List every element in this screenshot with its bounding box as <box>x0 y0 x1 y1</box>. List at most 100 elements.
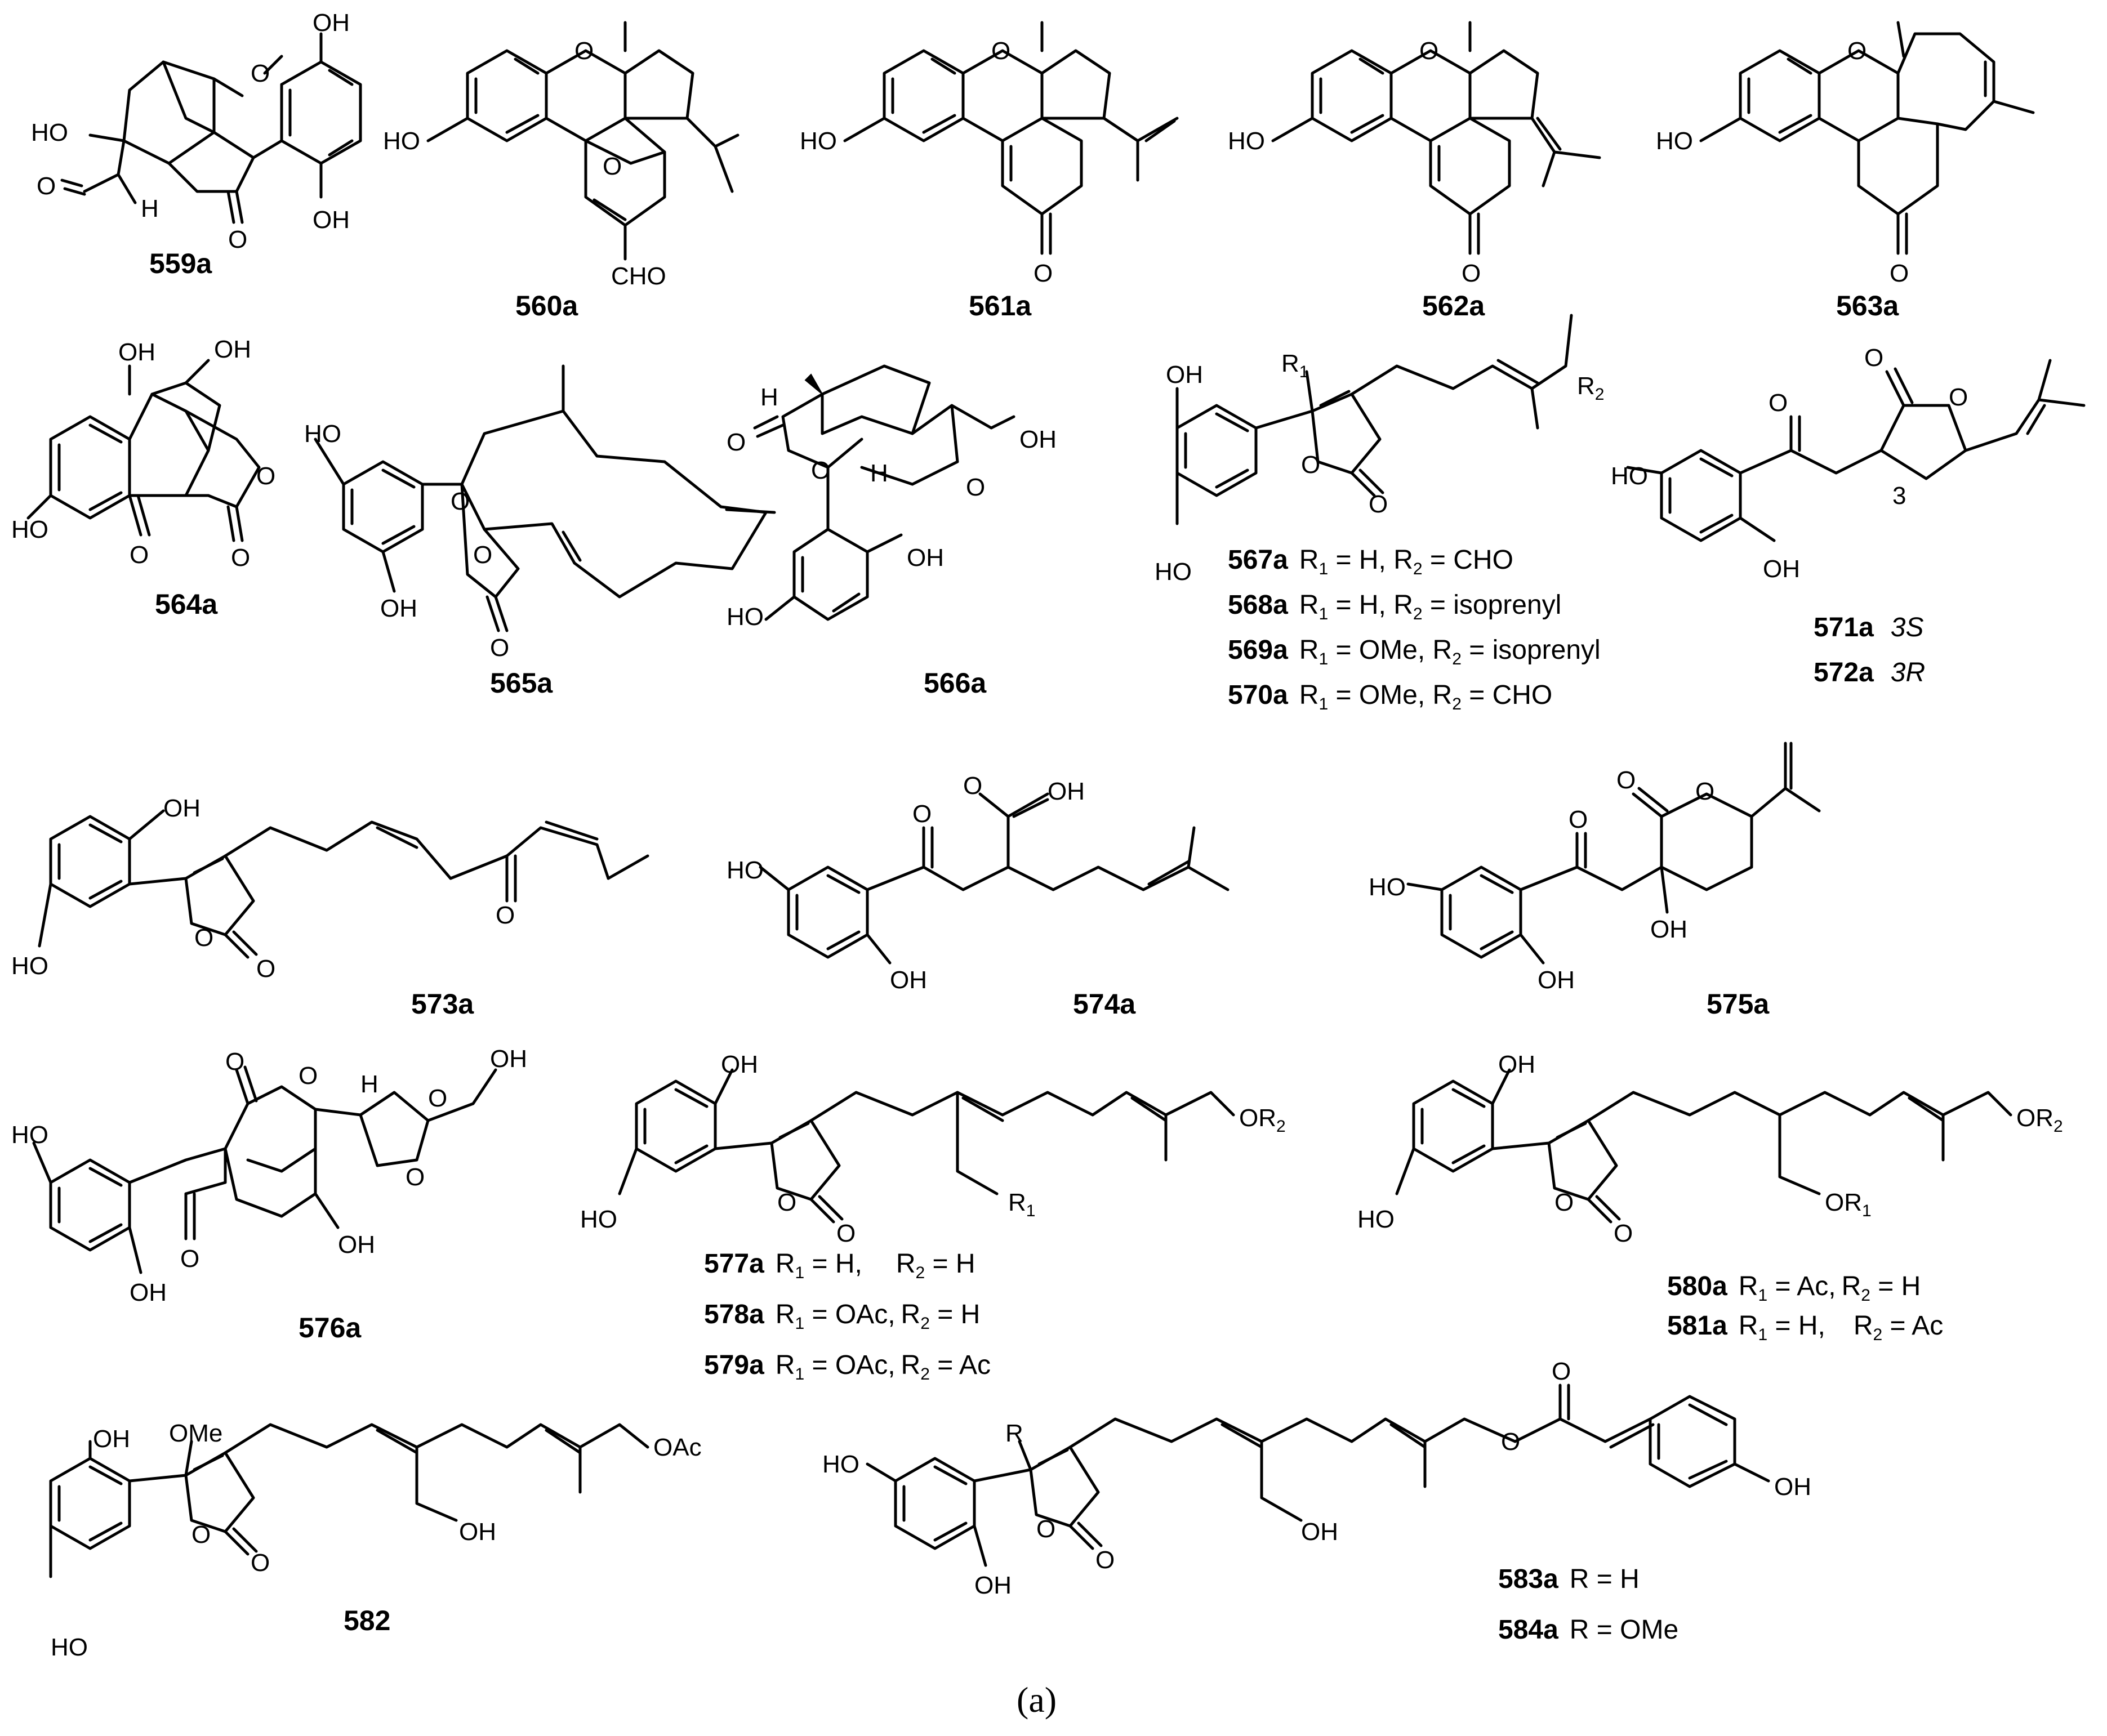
compound-575a: HO O O O OH OH 575a <box>1369 742 1821 1020</box>
oh-atom: OH <box>890 966 927 994</box>
oh-atom: OH <box>214 336 251 363</box>
figure-caption: (a) <box>1017 1680 1057 1720</box>
o-atom: O <box>251 60 270 87</box>
ho-atom: HO <box>1369 873 1406 901</box>
ho-atom: HO <box>727 856 764 884</box>
oac-atom: OAc <box>653 1434 702 1461</box>
compound-label: 582 <box>344 1605 390 1636</box>
o-atom: O <box>490 634 509 662</box>
o-atom: O <box>191 1521 211 1548</box>
o-atom: O <box>574 37 594 65</box>
compound-label: 561a <box>969 290 1032 322</box>
compound-574a: HO O O OH OH 574a <box>727 772 1230 1020</box>
o-atom: O <box>1769 389 1788 417</box>
o-atom: O <box>406 1163 425 1191</box>
ho-atom: HO <box>11 516 48 543</box>
o-atom: O <box>1369 490 1388 518</box>
oh-atom: OH <box>118 338 155 366</box>
compound-label: 574a <box>1073 988 1136 1020</box>
oh-atom: OH <box>1650 916 1687 943</box>
oh-atom: OH <box>93 1425 130 1453</box>
compound-label: 562a <box>1422 290 1485 322</box>
r1-atom: R1 <box>1008 1189 1035 1220</box>
o-atom: O <box>231 544 250 572</box>
o-atom: O <box>1554 1189 1574 1216</box>
o-atom: O <box>1095 1546 1115 1574</box>
ho-atom: HO <box>1228 127 1265 155</box>
o-atom: O <box>451 488 470 515</box>
o-atom: O <box>603 153 622 180</box>
compound-label: 565a <box>490 667 553 699</box>
oh-atom: OH <box>313 9 350 37</box>
o-atom: O <box>1419 37 1438 65</box>
o-atom: O <box>991 37 1010 65</box>
o-atom: O <box>256 462 275 490</box>
o-atom: O <box>1036 1515 1055 1543</box>
o-atom: O <box>836 1220 856 1247</box>
o-atom: O <box>1034 260 1053 287</box>
ho-atom: HO <box>51 1634 88 1661</box>
compound-582: OH OMe O O OH OAc HO 582 <box>49 1420 702 1661</box>
ho-atom: HO <box>1656 127 1693 155</box>
r2-atom: R2 <box>1577 372 1604 404</box>
o-atom: O <box>130 541 149 569</box>
compound-label: 564a <box>155 588 218 620</box>
o-atom: O <box>228 226 247 253</box>
oh-atom: OH <box>313 206 350 234</box>
r-atom: R <box>1005 1420 1023 1447</box>
compound-559a: O OH OH HO O H O 559a <box>31 9 362 279</box>
compound-576a: HO OH O O O H O O OH OH 576a <box>11 1045 527 1344</box>
oh-atom: OH <box>1763 555 1800 583</box>
oh-atom: OH <box>130 1279 167 1306</box>
compound-label: 566a <box>924 667 987 699</box>
ome-atom: OMe <box>169 1420 222 1447</box>
o-atom: O <box>1301 451 1320 479</box>
o-atom: O <box>1552 1358 1571 1385</box>
cho-atom: CHO <box>611 262 666 290</box>
h-atom: H <box>870 459 888 487</box>
oh-atom: OH <box>1301 1518 1338 1546</box>
o-atom: O <box>1616 766 1636 794</box>
oh-atom: OH <box>721 1051 758 1078</box>
r1-atom: R1 <box>1281 350 1308 381</box>
oh-atom: OH <box>380 595 417 622</box>
compound-label: 559a <box>149 248 212 279</box>
o-atom: O <box>428 1085 447 1112</box>
ho-atom: HO <box>31 119 68 146</box>
oh-atom: OH <box>974 1572 1012 1599</box>
ho-atom: HO <box>11 952 48 980</box>
o-atom: O <box>496 902 515 929</box>
ho-atom: HO <box>11 1121 48 1149</box>
compound-label: 573a <box>411 988 474 1020</box>
oh-atom: OH <box>490 1045 527 1073</box>
or2-atom: OR2 <box>2016 1104 2063 1136</box>
o-atom: O <box>1949 383 1968 411</box>
o-atom: O <box>37 172 56 200</box>
oh-atom: OH <box>1019 426 1057 453</box>
o-atom: O <box>1614 1220 1633 1247</box>
compound-563a: O HO O 563a <box>1656 21 2035 322</box>
o-atom: O <box>251 1549 270 1577</box>
o-atom: O <box>194 924 213 952</box>
o-atom: O <box>1569 806 1588 833</box>
o-atom: O <box>966 474 985 501</box>
compound-560a: O O HO CHO 560a <box>383 21 740 322</box>
oh-atom: OH <box>907 544 944 572</box>
o-atom: O <box>473 541 492 569</box>
o-atom: O <box>1890 260 1909 287</box>
oh-atom: OH <box>1498 1051 1535 1078</box>
ho-atom: HO <box>800 127 837 155</box>
or1-atom: OR1 <box>1825 1189 1872 1220</box>
